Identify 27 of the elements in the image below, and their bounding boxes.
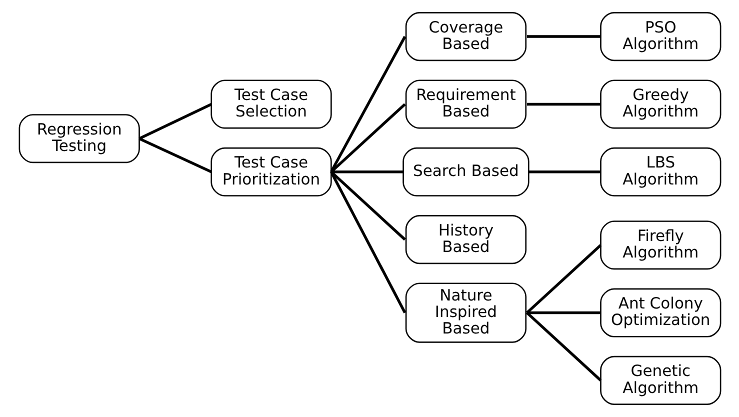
node-box: Greedy Algorithm	[600, 80, 721, 129]
node-box: History Based	[404, 215, 526, 264]
node-box: Test Case Prioritization	[210, 147, 332, 196]
node-box: Coverage Based	[404, 12, 526, 62]
connector	[329, 171, 406, 314]
connector	[138, 102, 212, 140]
node-box: Regression Testing	[18, 114, 140, 164]
connector	[526, 312, 602, 382]
node-box: Firefly Algorithm	[600, 220, 721, 270]
connector	[330, 103, 406, 173]
node-box: PSO Algorithm	[600, 12, 721, 62]
connector	[526, 35, 600, 38]
node-box: Requirement Based	[404, 80, 526, 129]
node-box: Nature Inspired Based	[404, 282, 526, 343]
node-box: LBS Algorithm	[600, 147, 721, 196]
connector	[329, 36, 406, 173]
connector	[330, 170, 406, 241]
connector	[526, 311, 600, 314]
connector	[526, 244, 602, 314]
connector	[330, 170, 403, 174]
node-box: Test Case Selection	[210, 80, 332, 129]
connector	[138, 137, 212, 174]
node-box: Search Based	[402, 147, 529, 196]
connector	[528, 170, 600, 174]
node-box: Genetic Algorithm	[600, 356, 721, 405]
connector	[526, 102, 600, 106]
node-box: Ant Colony Optimization	[600, 288, 721, 338]
